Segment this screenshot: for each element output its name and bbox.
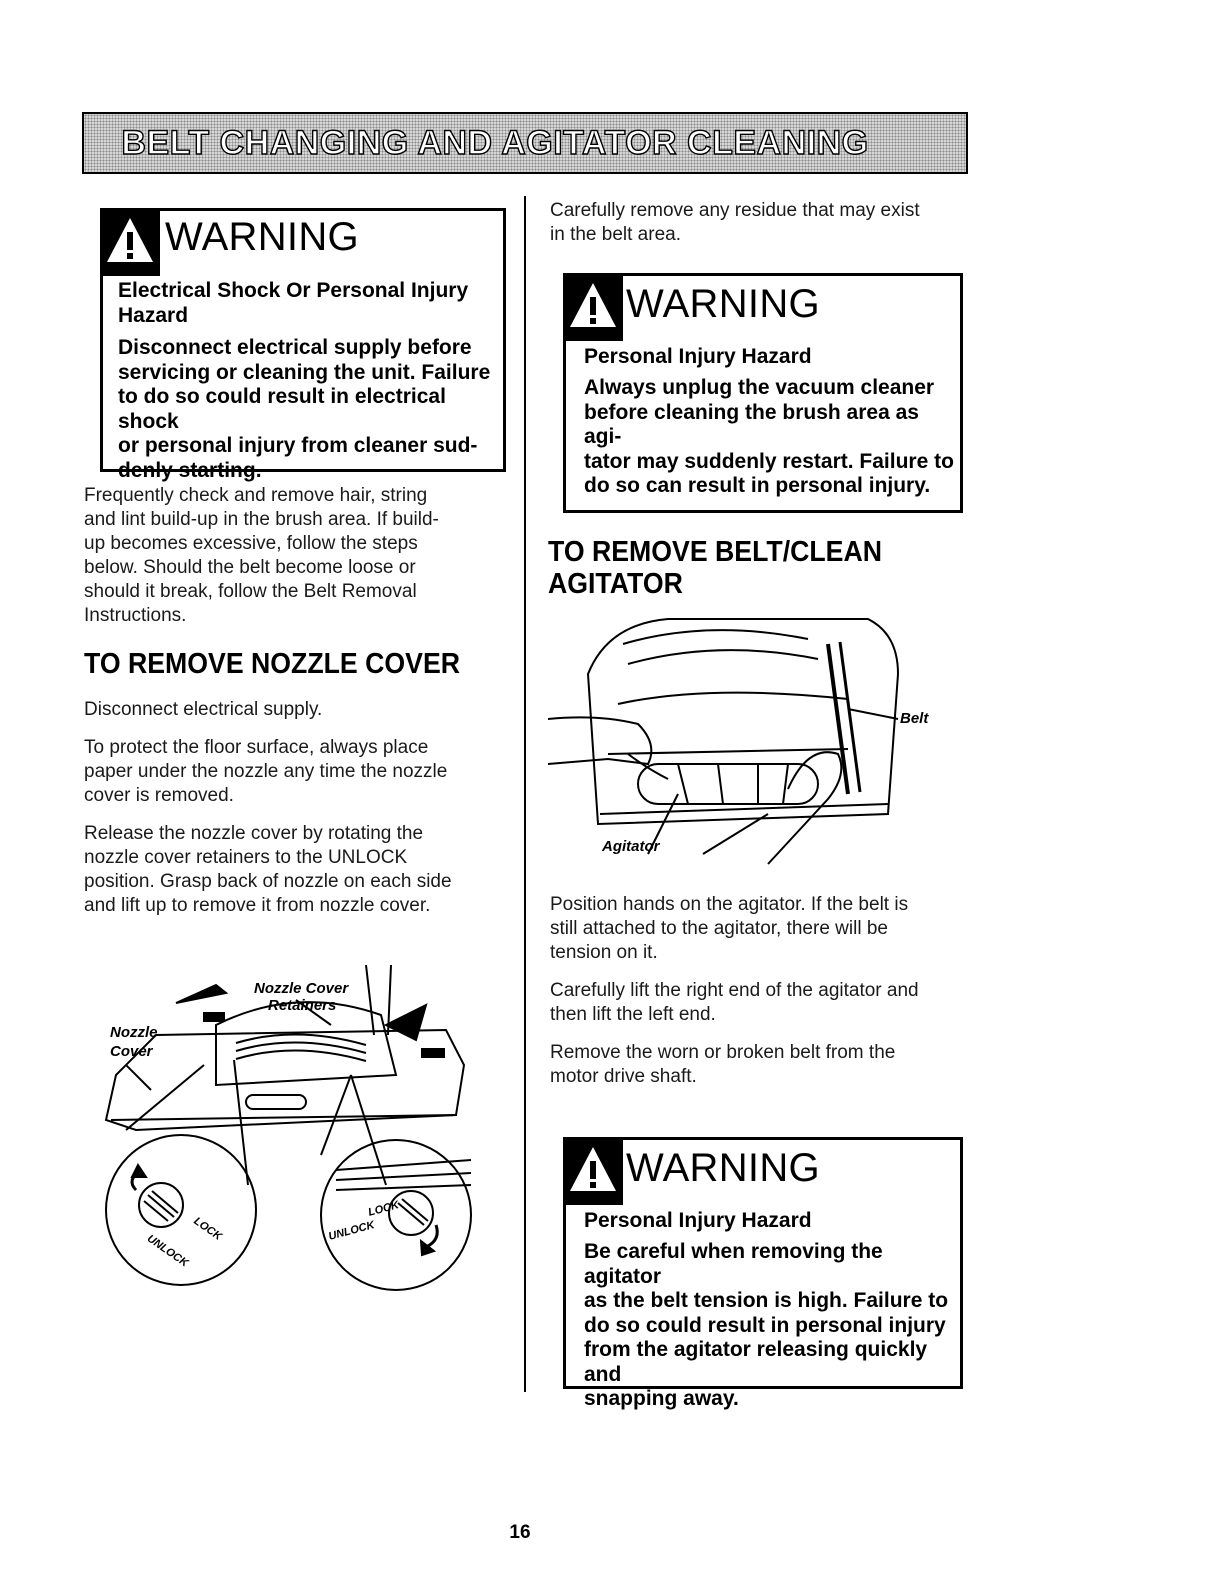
- label-line: Retainers: [268, 997, 337, 1014]
- step-protect-floor: To protect the floor surface, always pla…: [84, 736, 447, 808]
- warning-box-belt-tension: WARNING Personal Injury Hazard Be carefu…: [563, 1137, 963, 1410]
- residue-paragraph: Carefully remove any residue that may ex…: [550, 199, 920, 247]
- text-line: Position hands on the agitator. If the b…: [550, 894, 909, 915]
- text-line: position. Grasp back of nozzle on each s…: [84, 871, 452, 892]
- warning-body-line: denly starting.: [118, 458, 262, 482]
- page-number: 16: [509, 1522, 531, 1543]
- text-line: motor drive shaft.: [550, 1066, 697, 1087]
- text-line: and lint build-up in the brush area. If …: [84, 509, 439, 530]
- warning-triangle-icon: [570, 283, 616, 327]
- warning-box-unplug: WARNING Personal Injury Hazard Always un…: [563, 273, 963, 513]
- text-line: then lift the left end.: [550, 1004, 716, 1025]
- text-line: nozzle cover retainers to the UNLOCK: [84, 847, 408, 868]
- warning-triangle-icon: [107, 218, 153, 262]
- warning-body-line: before cleaning the brush area as agi-: [584, 400, 919, 449]
- warning-heading: WARNING: [626, 282, 820, 326]
- text-line: should it break, follow the Belt Removal: [84, 581, 417, 602]
- text-line: still attached to the agitator, there wi…: [550, 918, 888, 939]
- label-line: Nozzle: [110, 1024, 158, 1041]
- agitator-drawing: [547, 618, 900, 865]
- label-agitator: Agitator: [602, 838, 660, 855]
- heading-line: TO REMOVE BELT/CLEAN: [548, 536, 883, 568]
- remove-belt-paragraph: Remove the worn or broken belt from the …: [550, 1041, 895, 1089]
- agitator-illustration: Belt Agitator: [547, 614, 948, 884]
- text-line: and lift up to remove it from nozzle cov…: [84, 895, 431, 916]
- text-line: in the belt area.: [550, 224, 681, 245]
- step-release-cover: Release the nozzle cover by rotating the…: [84, 822, 452, 918]
- text-line: below. Should the belt become loose or: [84, 557, 416, 578]
- warning-body-line: Disconnect electrical supply before: [118, 336, 472, 359]
- position-hands-paragraph: Position hands on the agitator. If the b…: [550, 893, 908, 965]
- warning-body-line: tator may suddenly restart. Failure to: [584, 449, 954, 473]
- warning-subheading-line: Electrical Shock Or Personal Injury: [118, 279, 469, 302]
- warning-body-line: to do so could result in electrical shoc…: [118, 385, 446, 433]
- warning-body-line: Always unplug the vacuum cleaner: [584, 376, 935, 399]
- warning-subheading: Electrical Shock Or Personal Injury Haza…: [118, 278, 468, 328]
- warning-subheading: Personal Injury Hazard: [584, 1209, 812, 1232]
- heading-remove-nozzle-cover: TO REMOVE NOZZLE COVER: [84, 648, 461, 680]
- warning-body-line: do so could result in personal injury: [584, 1313, 946, 1337]
- warning-body-line: or personal injury from cleaner sud-: [118, 434, 478, 457]
- lift-agitator-paragraph: Carefully lift the right end of the agit…: [550, 979, 919, 1027]
- warning-body: Be careful when removing the agitator as…: [584, 1240, 959, 1412]
- warning-body: Disconnect electrical supply before serv…: [118, 336, 498, 483]
- heading-remove-belt: TO REMOVE BELT/CLEAN AGITATOR: [548, 536, 882, 600]
- warning-heading: WARNING: [626, 1146, 820, 1190]
- section-banner: BELT CHANGING AND AGITATOR CLEANING: [82, 112, 968, 174]
- warning-body-line: snapping away.: [584, 1387, 739, 1410]
- nozzle-cover-drawing: [104, 964, 472, 1291]
- warning-heading: WARNING: [165, 215, 359, 259]
- text-line: paper under the nozzle any time the nozz…: [84, 761, 448, 782]
- label-line: Nozzle Cover: [254, 980, 349, 997]
- column-divider: [524, 196, 526, 1392]
- warning-box-electrical: WARNING Electrical Shock Or Personal Inj…: [100, 208, 506, 482]
- intro-paragraph: Frequently check and remove hair, string…: [84, 484, 439, 628]
- warning-body-line: from the agitator releasing quickly and: [584, 1338, 928, 1386]
- warning-subheading-line: Hazard: [118, 304, 189, 327]
- label-nozzle-cover-retainers: Nozzle Cover Retainers: [254, 980, 348, 1014]
- heading-line: AGITATOR: [548, 568, 683, 600]
- warning-body-line: servicing or cleaning the unit. Failure: [118, 360, 491, 384]
- text-line: up becomes excessive, follow the steps: [84, 533, 418, 554]
- warning-triangle-icon: [570, 1147, 616, 1191]
- text-line: Frequently check and remove hair, string: [84, 485, 428, 506]
- step-disconnect: Disconnect electrical supply.: [84, 699, 323, 720]
- text-line: tension on it.: [550, 942, 658, 963]
- label-nozzle-cover: Nozzle Cover: [110, 1023, 158, 1061]
- warning-subheading: Personal Injury Hazard: [584, 345, 812, 368]
- text-line: Release the nozzle cover by rotating the: [84, 823, 424, 844]
- nozzle-cover-illustration: Nozzle Cover Retainers Nozzle Cover LOCK…: [96, 955, 486, 1330]
- warning-body-line: Be careful when removing the agitator: [584, 1240, 883, 1288]
- text-line: Instructions.: [84, 605, 187, 626]
- text-line: Remove the worn or broken belt from the: [550, 1042, 896, 1063]
- text-line: cover is removed.: [84, 785, 234, 806]
- label-line: Cover: [110, 1043, 153, 1060]
- warning-tab: [563, 1137, 623, 1205]
- warning-tab: [100, 208, 160, 276]
- warning-body: Always unplug the vacuum cleaner before …: [584, 376, 959, 499]
- warning-tab: [563, 273, 623, 341]
- label-belt: Belt: [900, 710, 929, 727]
- section-title: BELT CHANGING AND AGITATOR CLEANING: [121, 123, 869, 162]
- text-line: Carefully remove any residue that may ex…: [550, 200, 920, 221]
- warning-body-line: do so can result in personal injury.: [584, 474, 931, 497]
- text-line: Carefully lift the right end of the agit…: [550, 980, 919, 1001]
- text-line: To protect the floor surface, always pla…: [84, 737, 429, 758]
- warning-body-line: as the belt tension is high. Failure to: [584, 1289, 949, 1312]
